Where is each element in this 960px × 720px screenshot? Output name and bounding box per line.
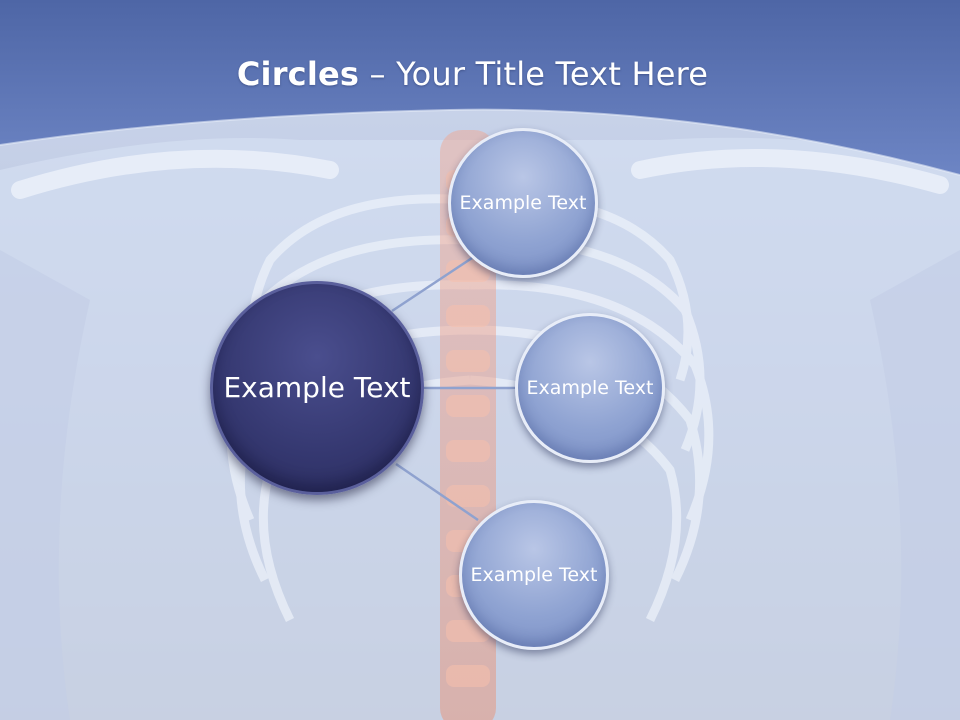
node-circle-label: Example Text: [470, 564, 598, 586]
title-bold: Circles: [236, 55, 360, 93]
page-title: Circles – Your Title Text Here: [0, 54, 945, 94]
node-circle-middle: Example Text: [515, 313, 665, 463]
node-circle-bottom: Example Text: [459, 500, 609, 650]
node-circle-label: Example Text: [526, 377, 654, 399]
connectors: [391, 256, 516, 522]
node-circle-top: Example Text: [448, 128, 598, 278]
connector-top: [391, 256, 473, 313]
hub-circle: Example Text: [210, 281, 424, 495]
node-circle-label: Example Text: [459, 192, 587, 214]
connector-bottom: [395, 462, 479, 522]
title-rest: – Your Title Text Here: [359, 55, 709, 93]
hub-circle-label: Example Text: [223, 371, 411, 404]
